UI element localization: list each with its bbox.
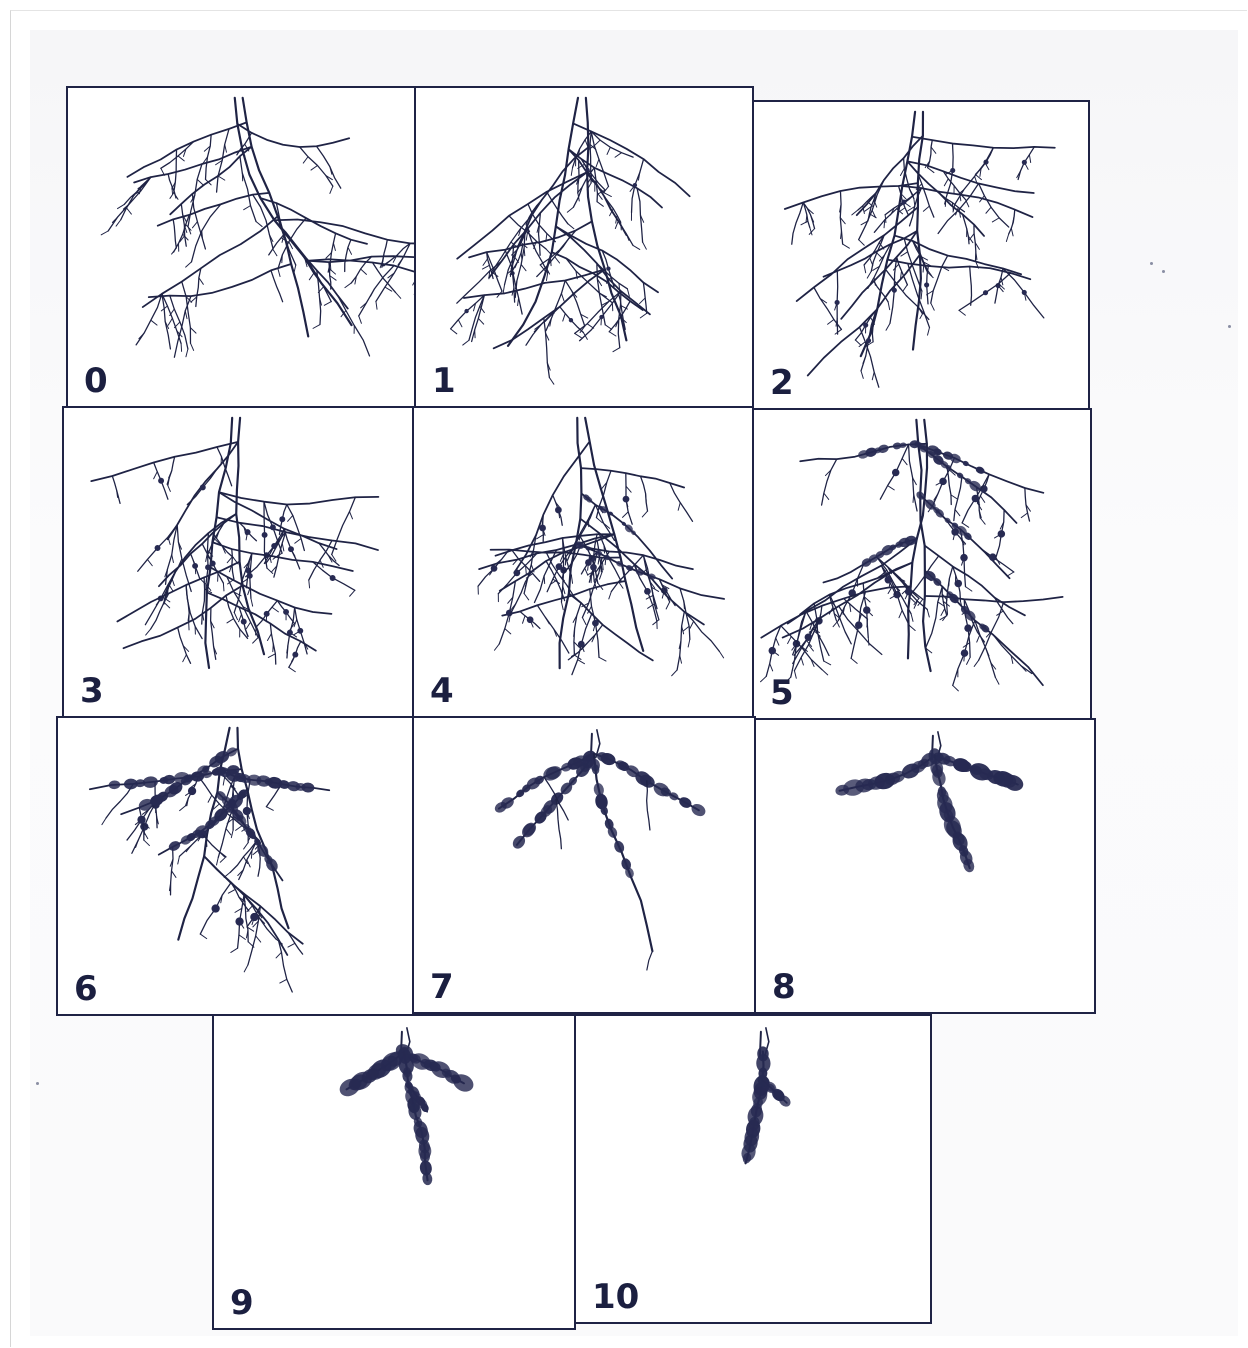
paper-speck (1228, 325, 1231, 328)
root-system-drawing (214, 1016, 574, 1328)
panel-number: 0 (84, 364, 108, 398)
panel-1: 1 (414, 86, 754, 408)
root-system-drawing (756, 720, 1094, 1012)
panel-number: 7 (430, 970, 454, 1004)
panel-number: 1 (432, 364, 456, 398)
panel-number: 2 (770, 366, 794, 400)
paper-speck (36, 1082, 39, 1085)
panel-number: 10 (592, 1280, 639, 1314)
panel-2: 2 (752, 100, 1090, 410)
panel-8: 8 (754, 718, 1096, 1014)
paper-speck (1162, 270, 1165, 273)
root-system-drawing (754, 102, 1088, 408)
paper-speck (1150, 262, 1153, 265)
panel-number: 9 (230, 1286, 254, 1320)
root-system-drawing (754, 410, 1090, 718)
root-system-drawing (414, 718, 754, 1012)
panel-7: 7 (412, 716, 756, 1014)
panel-10: 10 (574, 1014, 932, 1324)
panel-3: 3 (62, 406, 414, 718)
root-system-drawing (64, 408, 412, 716)
panel-5: 5 (752, 408, 1092, 720)
panel-number: 3 (80, 674, 104, 708)
panel-0: 0 (66, 86, 416, 408)
panel-number: 6 (74, 972, 98, 1006)
panel-4: 4 (412, 406, 754, 718)
root-system-drawing (414, 408, 752, 716)
root-system-drawing (58, 718, 412, 1014)
root-system-drawing (68, 88, 414, 406)
panel-number: 5 (770, 676, 794, 710)
panel-9: 9 (212, 1014, 576, 1330)
panel-number: 4 (430, 674, 454, 708)
panel-6: 6 (56, 716, 414, 1016)
panel-number: 8 (772, 970, 796, 1004)
root-system-drawing (416, 88, 752, 406)
